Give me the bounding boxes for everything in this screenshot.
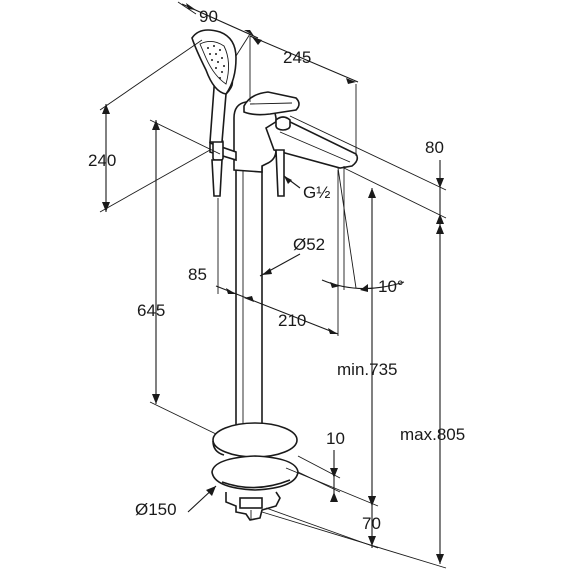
label-column-height: 645 <box>137 301 165 320</box>
label-handshower-height: 240 <box>88 151 116 170</box>
dim-min-735 <box>368 188 376 506</box>
dim-angle <box>321 166 405 292</box>
label-min-height: min.735 <box>337 360 397 379</box>
label-base-thickness: 10 <box>326 429 345 448</box>
hand-shower-head <box>191 29 237 95</box>
dim-52-leader <box>259 253 301 277</box>
hand-shower-nozzles <box>207 45 225 79</box>
holder-clip <box>212 139 224 161</box>
base-disc-top <box>212 422 298 458</box>
label-column-to-spout: 210 <box>278 311 306 330</box>
label-spout-height: 80 <box>425 138 444 157</box>
hose-connector-left <box>211 159 223 197</box>
dim-245 <box>249 35 359 156</box>
label-base-height: 70 <box>362 514 381 533</box>
label-handshower-width: 90 <box>199 7 218 26</box>
label-column-offset: 85 <box>188 265 207 284</box>
lever-edge <box>249 102 293 105</box>
mounting-hardware <box>225 491 281 521</box>
dim-max-805 <box>436 222 444 564</box>
label-spout-reach: 245 <box>283 48 311 67</box>
floor-line <box>261 511 447 569</box>
label-thread: G½ <box>303 183 330 202</box>
base-lower-edge <box>221 479 291 489</box>
diverter-knob <box>275 116 291 126</box>
thread-leader <box>283 175 301 189</box>
label-spout-angle: 10° <box>378 277 404 296</box>
label-column-diameter: Ø52 <box>293 235 325 254</box>
base-disc-edge <box>212 440 225 456</box>
dim-240 <box>99 39 211 213</box>
base-lower <box>211 455 299 491</box>
label-max-height: max.805 <box>400 425 465 444</box>
mounting-bracket <box>239 497 263 509</box>
dim-645 <box>149 119 221 435</box>
dim-85-210 <box>215 170 339 336</box>
label-base-diameter: Ø150 <box>135 500 177 519</box>
dim-80 <box>289 115 447 224</box>
spout-edge <box>279 131 351 163</box>
hand-shower-face <box>199 41 229 85</box>
dim-150-leader <box>187 485 217 513</box>
dim-90 <box>177 1 259 57</box>
hose-connector-right <box>275 149 285 197</box>
